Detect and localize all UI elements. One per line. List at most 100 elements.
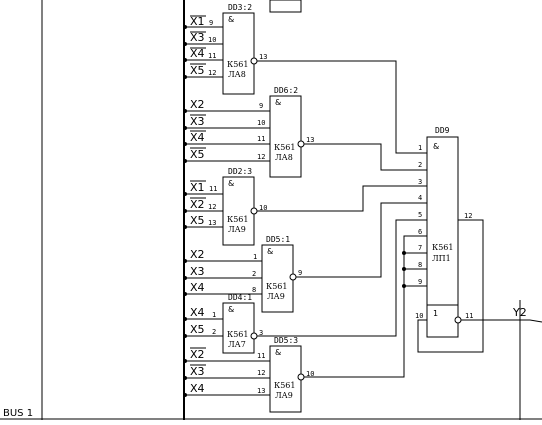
junction-dot <box>183 58 187 62</box>
chip-pin-label: 7 <box>418 244 422 252</box>
chip-pin-label: 12 <box>464 212 472 220</box>
gate-type: К561 <box>227 215 248 224</box>
input-signal-label: X5 <box>190 214 205 227</box>
junction-dot <box>183 334 187 338</box>
chip-pin-label: 8 <box>418 261 422 269</box>
pin-label: 9 <box>209 19 213 27</box>
input-signal-label: X3 <box>190 365 205 378</box>
junction-dot <box>183 126 187 130</box>
output-pin-label: 10 <box>259 204 267 212</box>
junction-dot <box>183 376 187 380</box>
input-signal-label: X2 <box>190 348 205 361</box>
junction-dot <box>183 209 187 213</box>
wire <box>257 60 427 154</box>
input-signal-label: X5 <box>190 323 205 336</box>
wire <box>257 185 427 212</box>
input-signal-label: X4 <box>190 306 205 319</box>
input-signal-label: X3 <box>190 31 205 44</box>
junction-dot <box>183 259 187 263</box>
wire <box>257 219 427 337</box>
bus-label: BUS 1 <box>3 408 33 419</box>
chip-pin-label: 9 <box>418 278 422 286</box>
pin-label: 1 <box>212 311 216 319</box>
junction-dot <box>402 251 406 255</box>
output-pin-label: 9 <box>298 269 302 277</box>
output-label: Y2 <box>512 306 527 319</box>
junction-dot <box>183 225 187 229</box>
chip-symbol: & <box>433 142 439 151</box>
junction-dot <box>183 109 187 113</box>
interconnect-wires <box>257 60 542 378</box>
gate-symbol: & <box>228 305 234 314</box>
junction-dot <box>183 42 187 46</box>
gate-dd5-1: DD5:1 & К561 ЛА9 X2 1 X3 2 X4 8 9 <box>185 235 302 313</box>
pin-label: 1 <box>253 253 257 261</box>
gate-ref: DD5:3 <box>274 336 298 345</box>
gate-dd2-3: DD2:3 & К561 ЛА9 X1 11 X2 12 X5 13 10 <box>185 167 267 246</box>
pin-label: 10 <box>257 119 265 127</box>
inverter-bubble <box>250 207 258 215</box>
gate-subtype: ЛА9 <box>275 391 293 400</box>
chip-subtype: ЛП1 <box>432 254 451 263</box>
gate-type: К561 <box>227 60 248 69</box>
gate-symbol: & <box>228 179 234 188</box>
gate-body <box>269 95 302 178</box>
junction-dot <box>183 192 187 196</box>
gate-type: К561 <box>274 381 295 390</box>
gate-symbol: & <box>275 98 281 107</box>
pin-label: 11 <box>208 52 216 60</box>
chip-pin-label: 1 <box>418 144 422 152</box>
gate-ref: DD4:1 <box>228 293 252 302</box>
junction-dot <box>183 75 187 79</box>
input-signal-label: X1 <box>190 181 205 194</box>
pin-label: 2 <box>252 270 256 278</box>
gate-body <box>222 12 255 95</box>
output-pin-label: 13 <box>259 53 267 61</box>
input-signal-label: X4 <box>190 382 205 395</box>
wire <box>304 235 427 378</box>
gate-box-partial-top <box>269 0 302 13</box>
gate-dd5-3: DD5:3 & К561 ЛА9 X2 11 X3 12 X4 13 10 <box>185 336 314 413</box>
junction-dot <box>183 276 187 280</box>
junction-dot <box>183 159 187 163</box>
wire <box>304 143 427 171</box>
input-signal-label: X4 <box>190 131 205 144</box>
pin-label: 10 <box>208 36 216 44</box>
input-signal-label: X3 <box>190 265 205 278</box>
inverter-bubble <box>297 140 305 148</box>
gate-ref: DD3:2 <box>228 3 252 12</box>
junction-dot <box>183 393 187 397</box>
input-signal-label: X5 <box>190 64 205 77</box>
chip-pin-label: 2 <box>418 161 422 169</box>
gate-subtype: ЛА7 <box>228 340 246 349</box>
junction-dot <box>183 292 187 296</box>
gate-body <box>261 244 294 313</box>
input-signal-label: X4 <box>190 281 205 294</box>
junction-dot <box>183 317 187 321</box>
gate-type: К561 <box>266 282 287 291</box>
junction-dot <box>402 267 406 271</box>
chip-dd9: DD9 & К561 ЛП1 1 1 2 3 4 5 6 7 8 9 10 12… <box>415 126 527 338</box>
pin-label: 13 <box>208 219 216 227</box>
chip-pin-label: 10 <box>415 312 423 320</box>
gate-body <box>222 176 255 246</box>
inverter-bubble <box>297 373 305 381</box>
wire <box>461 319 542 323</box>
wire <box>417 219 484 353</box>
chip-pin-label: 3 <box>418 178 422 186</box>
junction-dot <box>183 25 187 29</box>
pin-label: 12 <box>208 203 216 211</box>
pin-label: 9 <box>259 102 263 110</box>
gate-type: К561 <box>227 330 248 339</box>
chip-pin-label: 5 <box>418 211 422 219</box>
gate-type: К561 <box>274 143 295 152</box>
gate-body <box>222 302 255 354</box>
chip-type: К561 <box>432 243 453 252</box>
chip-body <box>426 136 459 338</box>
gate-dd6-2: DD6:2 & К561 ЛА8 X2 9 X3 10 X4 11 X5 12 … <box>185 86 314 178</box>
gate-subtype: ЛА9 <box>228 225 246 234</box>
input-signal-label: X2 <box>190 98 205 111</box>
chip-pin-label: 6 <box>418 228 422 236</box>
pin-label: 13 <box>257 387 265 395</box>
